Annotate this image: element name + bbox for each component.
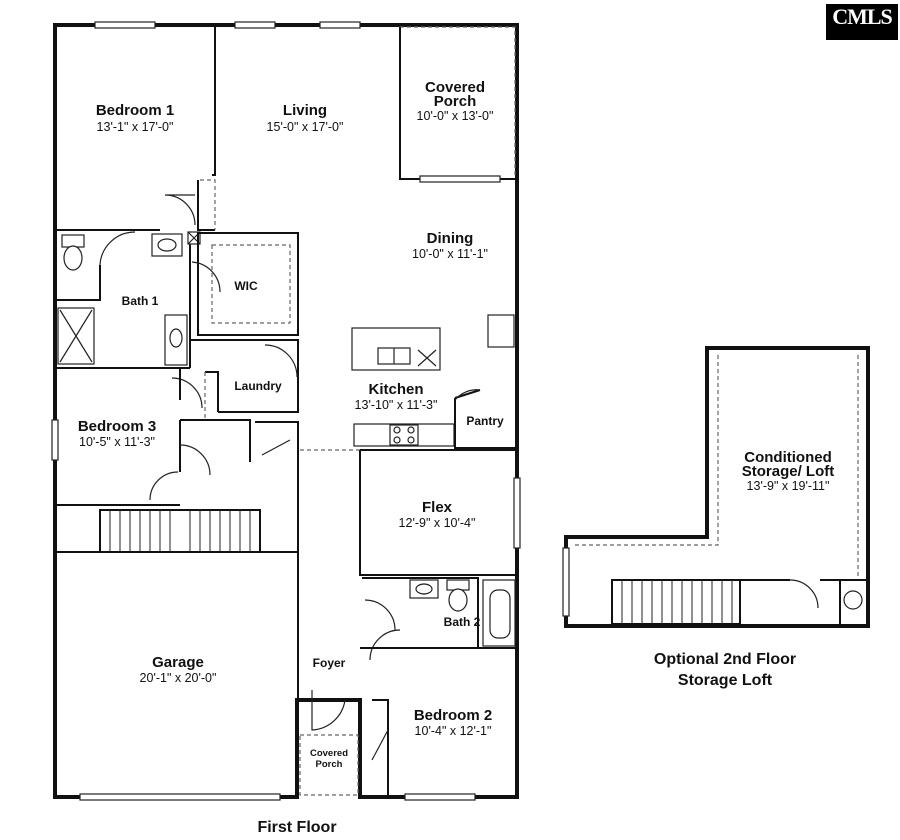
bath1-door-swing xyxy=(99,231,136,266)
hall-closet-wall xyxy=(255,421,299,462)
living-window-right xyxy=(319,21,361,29)
loft-window xyxy=(562,547,570,617)
first-floor-plan: Bedroom 1 13'-1" x 17'-0" Living 15'-0" … xyxy=(51,21,521,836)
bedroom2-label: Bedroom 2 xyxy=(414,707,492,724)
laundry-walls xyxy=(190,339,299,413)
kitchen-label: Kitchen xyxy=(368,381,423,398)
pantry-walls xyxy=(454,389,517,449)
front-porch-label-1: Covered xyxy=(310,748,348,759)
bedroom3-dim: 10'-5" x 11'-3" xyxy=(79,435,155,449)
wic-door xyxy=(191,261,221,293)
bath1-label: Bath 1 xyxy=(122,294,159,308)
loft-water-heater xyxy=(843,590,863,610)
bed3-closet-door xyxy=(171,377,203,409)
second-floor-plan: Conditioned Storage/ Loft 13'-9" x 19'-1… xyxy=(562,346,870,689)
second-floor-caption-1: Optional 2nd Floor xyxy=(654,651,796,668)
rear-porch-dim: 10'-0" x 13'-0" xyxy=(417,109,494,123)
bed3-closet-walls xyxy=(179,419,251,472)
loft-label-2: Storage/ Loft xyxy=(742,463,835,480)
loft-knee-wall xyxy=(573,355,859,580)
loft-label-1: Conditioned xyxy=(744,449,831,466)
first-floor-stair-treads xyxy=(109,510,251,552)
laundry-label: Laundry xyxy=(234,379,282,393)
front-porch-label-2: Porch xyxy=(316,759,343,770)
kitchen-dim: 13'-10" x 11'-3" xyxy=(355,398,438,412)
loft-door xyxy=(789,579,819,609)
garage-dim: 20'-1" x 20'-0" xyxy=(140,671,217,685)
loft-closet-walls xyxy=(740,579,866,624)
loft-outer-wall xyxy=(564,346,870,628)
bath2-label: Bath 2 xyxy=(444,615,481,629)
bedroom1-label: Bedroom 1 xyxy=(96,102,174,119)
bed1-hall-dash xyxy=(200,179,216,230)
burner-2 xyxy=(407,426,415,434)
burner-4 xyxy=(407,436,415,444)
burner-1 xyxy=(393,426,401,434)
wic-walls xyxy=(197,232,299,336)
bed2-window xyxy=(404,793,476,801)
logo-text: CMLS xyxy=(832,4,893,29)
laundry-door xyxy=(264,344,298,378)
dining-dim: 10'-0" x 11'-1" xyxy=(412,247,488,261)
pantry-label: Pantry xyxy=(466,414,504,428)
flex-label: Flex xyxy=(422,499,453,516)
bath2-toilet-bowl xyxy=(448,588,468,612)
dining-label: Dining xyxy=(427,230,474,247)
burner-3 xyxy=(393,436,401,444)
bath2-tub-basin xyxy=(489,589,511,639)
bedroom2-dim: 10'-4" x 12'-1" xyxy=(415,724,492,738)
flex-walls xyxy=(359,449,517,576)
bath1-toilet-tank xyxy=(61,234,85,248)
bed2-closet-door xyxy=(371,729,389,761)
living-window-left xyxy=(234,21,276,29)
kitchen-dishwasher xyxy=(417,349,437,367)
bed1-living-wall xyxy=(212,27,216,176)
loft-stairs xyxy=(611,579,741,625)
flex-window xyxy=(513,477,521,549)
garage-label: Garage xyxy=(152,654,204,671)
rear-porch-label-1: Covered xyxy=(425,79,485,96)
front-door xyxy=(311,690,346,731)
rear-porch-slider xyxy=(419,175,501,183)
bath1-vanity-side-basin xyxy=(169,328,183,348)
bed1-hall-wall xyxy=(197,180,215,231)
bedroom3-label: Bedroom 3 xyxy=(78,418,156,435)
bath1-sink-top-basin xyxy=(157,238,177,252)
bedroom1-dim: 13'-1" x 17'-0" xyxy=(97,120,174,134)
bed3-window xyxy=(51,419,59,461)
living-dim: 15'-0" x 17'-0" xyxy=(267,120,344,134)
cmls-logo: CMLS xyxy=(826,4,898,40)
bath2-doors xyxy=(364,599,401,661)
hall-closet-door xyxy=(261,439,291,456)
bath1-toilet-bowl xyxy=(63,245,83,271)
bed3-doors xyxy=(149,444,211,501)
garage-door xyxy=(79,793,281,801)
wic-shelving xyxy=(211,244,291,324)
rear-porch-label-2: Porch xyxy=(434,93,477,110)
flex-dim: 12'-9" x 10'-4" xyxy=(399,516,476,530)
bath1-shower-mark xyxy=(59,309,93,363)
pantry-door xyxy=(454,389,481,401)
laundry-west-wall xyxy=(205,371,219,412)
wic-label: WIC xyxy=(234,279,258,293)
first-floor-caption: First Floor xyxy=(257,819,336,836)
front-porch-outline xyxy=(299,734,359,796)
second-floor-caption-2: Storage Loft xyxy=(678,672,773,689)
kitchen-range xyxy=(389,424,419,446)
bath2-sink-basin xyxy=(415,583,433,595)
loft-stair-treads xyxy=(621,580,733,624)
kitchen-fridge-space xyxy=(487,314,515,348)
first-floor-stairs xyxy=(99,509,261,553)
bath1-toilet-partition xyxy=(55,265,101,301)
bed1-door xyxy=(164,194,196,226)
foyer-label: Foyer xyxy=(313,656,346,670)
living-label: Living xyxy=(283,102,327,119)
bed2-closet xyxy=(372,699,389,797)
bedroom1-window xyxy=(94,21,156,29)
loft-dim: 13'-9" x 19'-11" xyxy=(747,479,830,493)
